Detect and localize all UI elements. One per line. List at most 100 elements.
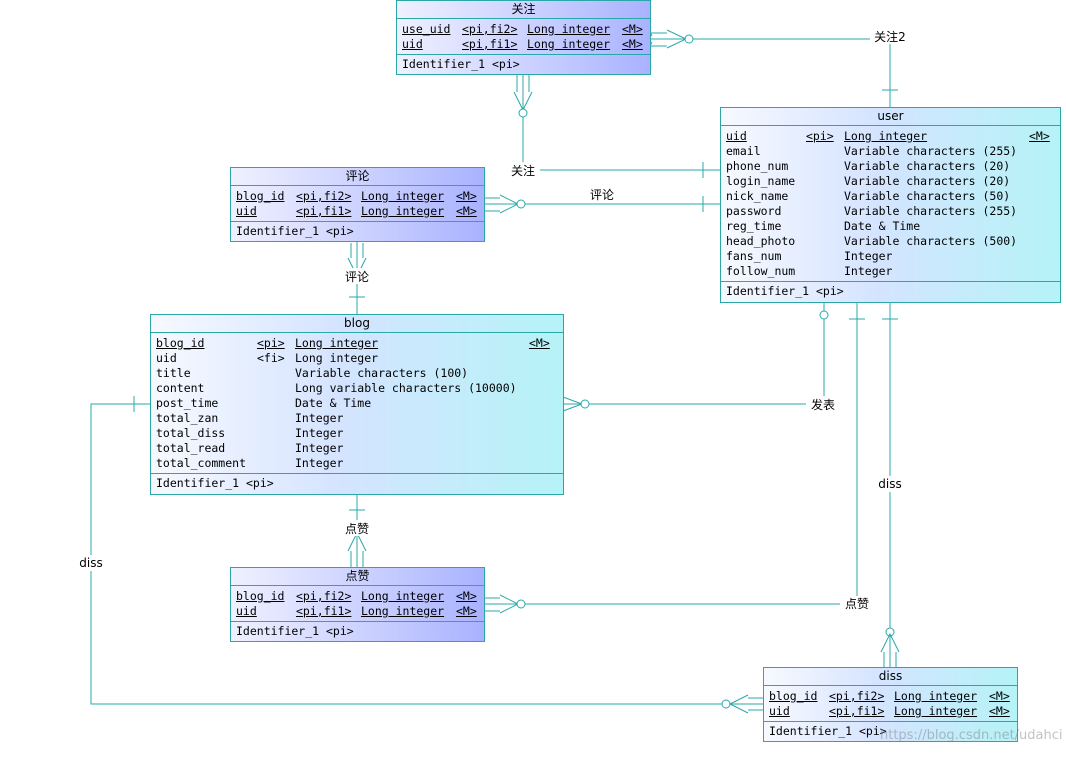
attribute-row[interactable]: uid<fi>Long integer: [156, 351, 558, 366]
entity-title: diss: [764, 668, 1017, 686]
entity-blog[interactable]: blog blog_id<pi>Long integer<M>uid <fi> Lon…: [150, 314, 564, 495]
attribute-mand: <M>: [989, 704, 1010, 718]
attribute-row[interactable]: use_uid<pi,fi2>Long integer<M>: [402, 22, 645, 37]
attribute-key: <pi,fi1>: [462, 37, 518, 51]
attribute-type: Long integer: [844, 129, 928, 143]
attribute-name: uid: [156, 351, 177, 365]
rel-label-diss-user: diss: [878, 477, 901, 491]
entity-title: 评论: [231, 168, 484, 186]
attribute-key: <pi,fi1>: [296, 204, 352, 218]
attribute-name: content: [156, 381, 205, 395]
entity-identifier: Identifier_1 <pi>: [769, 724, 887, 738]
attribute-row[interactable]: blog_id<pi,fi2>Long integer<M>: [769, 689, 1012, 704]
attribute-type: Long integer: [894, 704, 978, 718]
attribute-key: <pi,fi2>: [462, 22, 518, 36]
attribute-type: Variable characters (20): [844, 159, 1011, 173]
entity-identifier: Identifier_1 <pi>: [236, 624, 354, 638]
attribute-list: blog_id<pi,fi2>Long integer<M>uid<pi,fi1…: [764, 686, 1017, 722]
attribute-row[interactable]: login_name Variable characters (20): [726, 174, 1055, 189]
attribute-row[interactable]: uid <pi,fi1> Long integer <M>: [402, 37, 645, 52]
attribute-key: <pi,fi2>: [296, 189, 352, 203]
attribute-name: uid: [402, 37, 423, 51]
attribute-row[interactable]: blog_id<pi>Long integer<M>: [156, 336, 558, 351]
attribute-name: password: [726, 204, 782, 218]
attribute-row[interactable]: uid<pi,fi1>Long integer<M>: [769, 704, 1012, 719]
attribute-row[interactable]: total_zan Integer: [156, 411, 558, 426]
attribute-type: Integer: [844, 249, 893, 263]
attribute-name: total_zan: [156, 411, 219, 425]
entity-title: 点赞: [231, 568, 484, 586]
attribute-name: nick_name: [726, 189, 789, 203]
attribute-row[interactable]: blog_id<pi,fi2>Long integer<M>: [236, 589, 479, 604]
attribute-row[interactable]: blog_id<pi,fi2>Long integer<M>: [236, 189, 479, 204]
attribute-row[interactable]: nick_name Variable characters (50): [726, 189, 1055, 204]
attribute-row[interactable]: uid<pi>Long integer<M>: [726, 129, 1055, 144]
attribute-type: Long integer: [527, 22, 611, 36]
attribute-mand: <M>: [456, 189, 477, 203]
attribute-name: post_time: [156, 396, 219, 410]
attribute-name: phone_num: [726, 159, 789, 173]
attribute-name: blog_id: [156, 336, 205, 350]
entity-identifier: Identifier_1 <pi>: [236, 224, 354, 238]
attribute-mand: <M>: [622, 37, 643, 51]
connector-guanzhu: [513, 74, 720, 178]
attribute-name: total_read: [156, 441, 226, 455]
attribute-key: <fi>: [257, 351, 285, 365]
attribute-name: title: [156, 366, 191, 380]
attribute-mand: <M>: [456, 204, 477, 218]
rel-label-pinglun-user: 评论: [590, 188, 614, 202]
attribute-key: <pi,fi2>: [829, 689, 885, 703]
attribute-type: Long integer: [295, 336, 379, 350]
attribute-type: Long integer: [361, 204, 445, 218]
attribute-type: Integer: [295, 456, 344, 470]
attribute-name: email: [726, 144, 761, 158]
attribute-key: <pi,fi1>: [296, 604, 352, 618]
attribute-type: Integer: [295, 411, 344, 425]
attribute-type: Long variable characters (10000): [295, 381, 517, 395]
attribute-type: Variable characters (20): [844, 174, 1011, 188]
watermark: https://blog.csdn.net/udahci: [880, 728, 1063, 743]
connector-guanzhu2: [649, 29, 898, 107]
attribute-list: blog_id<pi,fi2>Long integer<M>uid<pi,fi1…: [231, 586, 484, 622]
entity-title: blog: [151, 315, 563, 333]
attribute-key: <pi>: [806, 129, 834, 143]
attribute-list: blog_id<pi,fi2>Long integer<M>uid<pi,fi1…: [231, 186, 484, 222]
attribute-type: Long integer: [361, 589, 445, 603]
attribute-name: fans_num: [726, 249, 782, 263]
attribute-row[interactable]: fans_num Integer: [726, 249, 1055, 264]
attribute-row[interactable]: uid<pi,fi1>Long integer<M>: [236, 204, 479, 219]
attribute-name: uid: [726, 129, 747, 143]
entity-identifier: Identifier_1 <pi>: [402, 57, 520, 71]
attribute-type: Long integer: [361, 604, 445, 618]
attribute-type: Long integer: [527, 37, 611, 51]
entity-identifier: Identifier_1 <pi>: [156, 476, 274, 490]
attribute-row[interactable]: phone_num Variable characters (20): [726, 159, 1055, 174]
attribute-row[interactable]: content Long variable characters (10000): [156, 381, 558, 396]
attribute-type: Variable characters (500): [844, 234, 1018, 248]
rel-label-guanzhu2: 关注2: [874, 29, 906, 44]
attribute-type: Variable characters (50): [844, 189, 1011, 203]
attribute-row[interactable]: uid<pi,fi1>Long integer<M>: [236, 604, 479, 619]
attribute-name: login_name: [726, 174, 796, 188]
attribute-name: blog_id: [769, 689, 818, 703]
attribute-type: Long integer: [894, 689, 978, 703]
attribute-type: Integer: [844, 264, 893, 278]
entity-identifier: Identifier_1 <pi>: [726, 284, 844, 298]
